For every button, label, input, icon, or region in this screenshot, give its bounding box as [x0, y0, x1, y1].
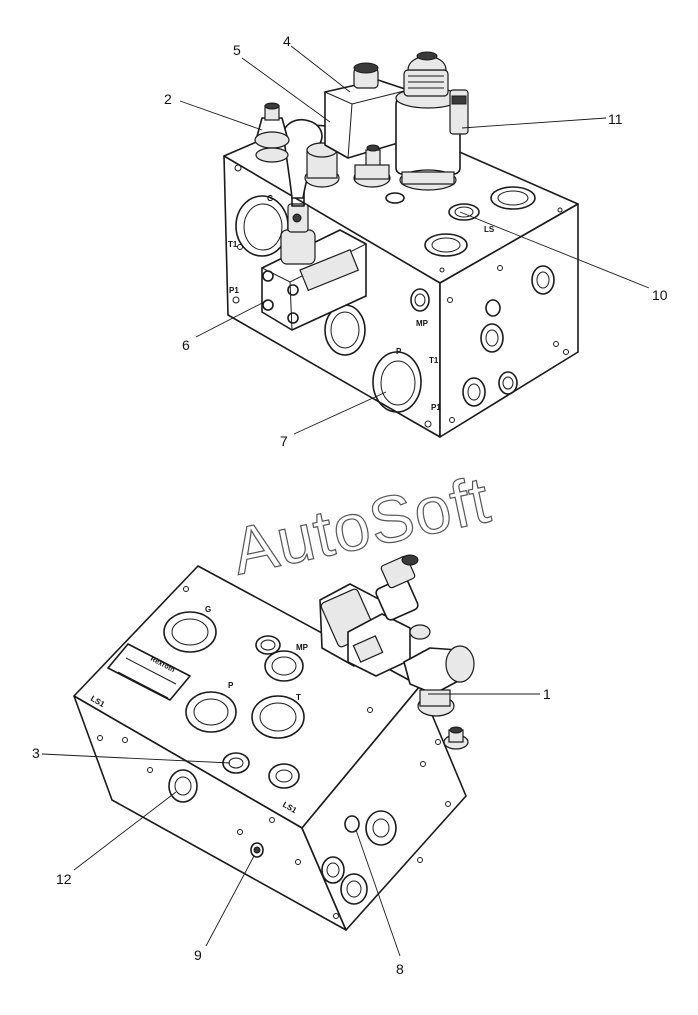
port-label-mp-bottom: MP [296, 643, 309, 652]
bottom-right-port-2 [321, 856, 345, 884]
right-port-2 [480, 323, 504, 353]
right-port-1 [531, 265, 555, 295]
bottom-port-item12 [168, 769, 198, 803]
bottom-port-mp [255, 635, 281, 655]
bottom-port-p [185, 691, 237, 733]
port-label-t1-right: T1 [429, 356, 439, 365]
port-label-p: P [396, 347, 402, 356]
callouts: 2 5 4 11 10 6 7 1 3 12 9 8 [32, 33, 668, 977]
callout-5: 5 [233, 42, 241, 58]
callout-7: 7 [280, 433, 288, 449]
watermark-text: AutoSoft [226, 462, 497, 589]
callout-2: 2 [164, 91, 172, 107]
port-label-p-bottom: P [228, 681, 234, 690]
top-face-port-b [424, 233, 468, 257]
callout-12: 12 [56, 871, 72, 887]
bottom-port-ls1 [268, 763, 300, 789]
bottom-block-right-face [301, 685, 467, 931]
top-face-port-a [490, 186, 536, 210]
callout-9: 9 [194, 947, 202, 963]
callout-1: 1 [543, 686, 551, 702]
callout-4: 4 [283, 33, 291, 49]
right-port-3 [462, 377, 486, 407]
top-port-small-g [410, 288, 430, 312]
port-label-p1-left: P1 [229, 286, 239, 295]
callout-10: 10 [652, 287, 668, 303]
callout-3: 3 [32, 745, 40, 761]
callout-8: 8 [396, 961, 404, 977]
port-label-t1-left: T1 [228, 240, 238, 249]
top-valve-block: T1 P1 T1 P1 LS P G MP [223, 51, 579, 438]
callout-6: 6 [182, 337, 190, 353]
port-label-t-bottom: T [296, 693, 301, 702]
port-label-g: G [267, 194, 273, 203]
port-label-g-bottom: G [205, 605, 211, 614]
bottom-port-item8 [344, 815, 360, 833]
port-label-ls: LS [484, 225, 495, 234]
bottom-right-port-3 [340, 873, 368, 905]
bottom-port-t [251, 695, 305, 739]
bottom-right-port-1 [365, 810, 397, 846]
port-label-p1-right: P1 [431, 403, 441, 412]
bottom-valve-block: Rexroth [73, 554, 475, 931]
bottom-cartridge-cluster [319, 554, 475, 750]
bottom-port-item9 [250, 842, 264, 858]
top-cartridge-cluster [254, 51, 469, 191]
bottom-port-mid [264, 650, 304, 682]
leader-lines [41, 45, 650, 957]
callout-11: 11 [608, 111, 623, 127]
top-face-port-ls [448, 203, 480, 221]
top-port-p-large [372, 351, 422, 413]
port-label-mp: MP [416, 319, 429, 328]
nameplate: Rexroth [107, 643, 191, 701]
bottom-port-g [163, 611, 217, 653]
